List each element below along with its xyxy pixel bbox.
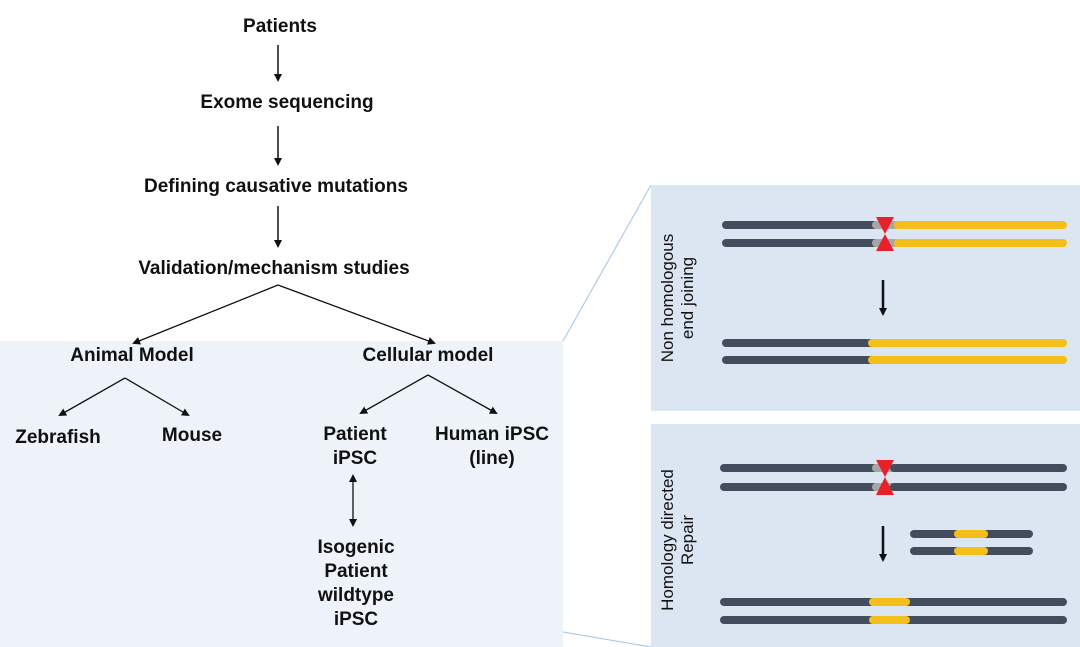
arrow-to-animal [132, 284, 279, 345]
nhej-dna-before [722, 217, 1067, 251]
patient-ipsc-label: Patient iPSC [323, 424, 387, 469]
arrow-to-zebrafish [58, 377, 126, 416]
isogenic-label: Isogenic Patient wildtype iPSC [317, 537, 395, 630]
mouse-label: Mouse [161, 425, 223, 446]
nhej-panel-label: Non homologous end joining [658, 218, 698, 378]
arrow-to-patient-ipsc [359, 374, 429, 414]
arrow-to-cellular [277, 284, 436, 345]
arrow-to-human-ipsc [427, 374, 498, 414]
exome-sequencing-label: Exome sequencing [200, 92, 374, 113]
zoom-line-top [562, 184, 652, 342]
hdr-cut-site-icon [876, 460, 894, 477]
defining-mutations-label: Defining causative mutations [144, 176, 408, 197]
hdr-label-line-1: Homology directed [658, 469, 677, 611]
nhej-label-line-1: Non homologous [658, 233, 677, 363]
hdr-label-line-2: Repair [678, 514, 697, 566]
animal-model-label: Animal Model [70, 345, 194, 366]
patients-label: Patients [243, 16, 317, 37]
zoom-line-bottom [562, 631, 652, 647]
lower-model-panel [0, 341, 563, 647]
validation-label: Validation/mechanism studies [138, 258, 410, 279]
hdr-donor-template [910, 530, 1033, 555]
zebrafish-label: Zebrafish [15, 427, 101, 448]
human-ipsc-label: Human iPSC (line) [434, 424, 550, 469]
hdr-panel-label: Homology directed Repair [658, 460, 698, 620]
hdr-dna-after [720, 598, 1067, 624]
nhej-label-line-2: end joining [678, 256, 697, 340]
cellular-model-label: Cellular model [362, 345, 494, 366]
cut-site-icon [876, 217, 894, 234]
hdr-dna-before [720, 460, 1067, 495]
arrow-to-mouse [124, 377, 190, 417]
nhej-dna-after [722, 339, 1067, 364]
